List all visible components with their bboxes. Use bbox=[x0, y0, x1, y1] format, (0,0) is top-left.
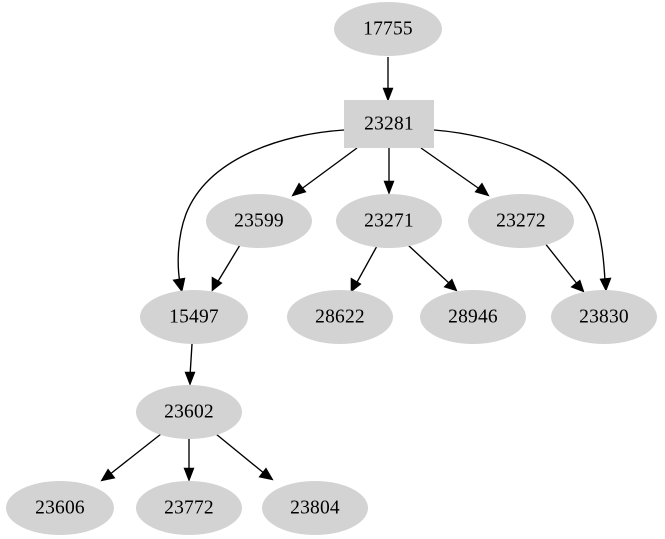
node-label: 23281 bbox=[364, 113, 414, 135]
edge-23271-28946 bbox=[407, 244, 458, 292]
graph-node-23772[interactable]: 23772 bbox=[136, 481, 242, 535]
node-label: 23599 bbox=[234, 210, 284, 232]
graph-node-23830[interactable]: 23830 bbox=[551, 290, 657, 344]
graph-node-15497[interactable]: 15497 bbox=[140, 290, 248, 344]
graph-node-23271[interactable]: 23271 bbox=[336, 194, 442, 248]
node-label: 23271 bbox=[364, 210, 414, 232]
node-label: 23804 bbox=[290, 497, 340, 519]
edge-23599-15497 bbox=[211, 244, 241, 292]
graph-node-23804[interactable]: 23804 bbox=[262, 481, 368, 535]
graph-node-23272[interactable]: 23272 bbox=[468, 194, 574, 248]
graph-node-23606[interactable]: 23606 bbox=[6, 481, 114, 535]
node-label: 23602 bbox=[164, 401, 214, 423]
edge-23602-23804 bbox=[215, 433, 274, 481]
edge-23281-23272 bbox=[420, 147, 490, 197]
node-label: 23830 bbox=[579, 306, 629, 328]
node-label: 28946 bbox=[448, 306, 498, 328]
node-label: 15497 bbox=[169, 306, 219, 328]
edge-23602-23772 bbox=[183, 439, 195, 482]
edge-15497-23602 bbox=[184, 343, 196, 386]
edge-23272-23830 bbox=[543, 241, 585, 293]
node-label: 17755 bbox=[363, 18, 413, 40]
node-label: 23772 bbox=[164, 497, 214, 519]
node-label: 23606 bbox=[35, 497, 85, 519]
graph-node-23602[interactable]: 23602 bbox=[136, 385, 242, 439]
node-label: 28622 bbox=[315, 306, 365, 328]
graph-node-28946[interactable]: 28946 bbox=[420, 290, 526, 344]
graph-node-23281[interactable]: 23281 bbox=[344, 100, 434, 148]
node-label: 23272 bbox=[496, 210, 546, 232]
graph-node-28622[interactable]: 28622 bbox=[287, 290, 393, 344]
edge-23271-28622 bbox=[350, 245, 378, 293]
edge-23602-23606 bbox=[100, 433, 162, 482]
graph-node-23599[interactable]: 23599 bbox=[206, 194, 312, 248]
graph-node-17755[interactable]: 17755 bbox=[334, 2, 442, 56]
edge-23281-23599 bbox=[291, 147, 358, 197]
edge-23281-23271 bbox=[383, 148, 395, 195]
edge-17755-23281 bbox=[382, 57, 394, 102]
